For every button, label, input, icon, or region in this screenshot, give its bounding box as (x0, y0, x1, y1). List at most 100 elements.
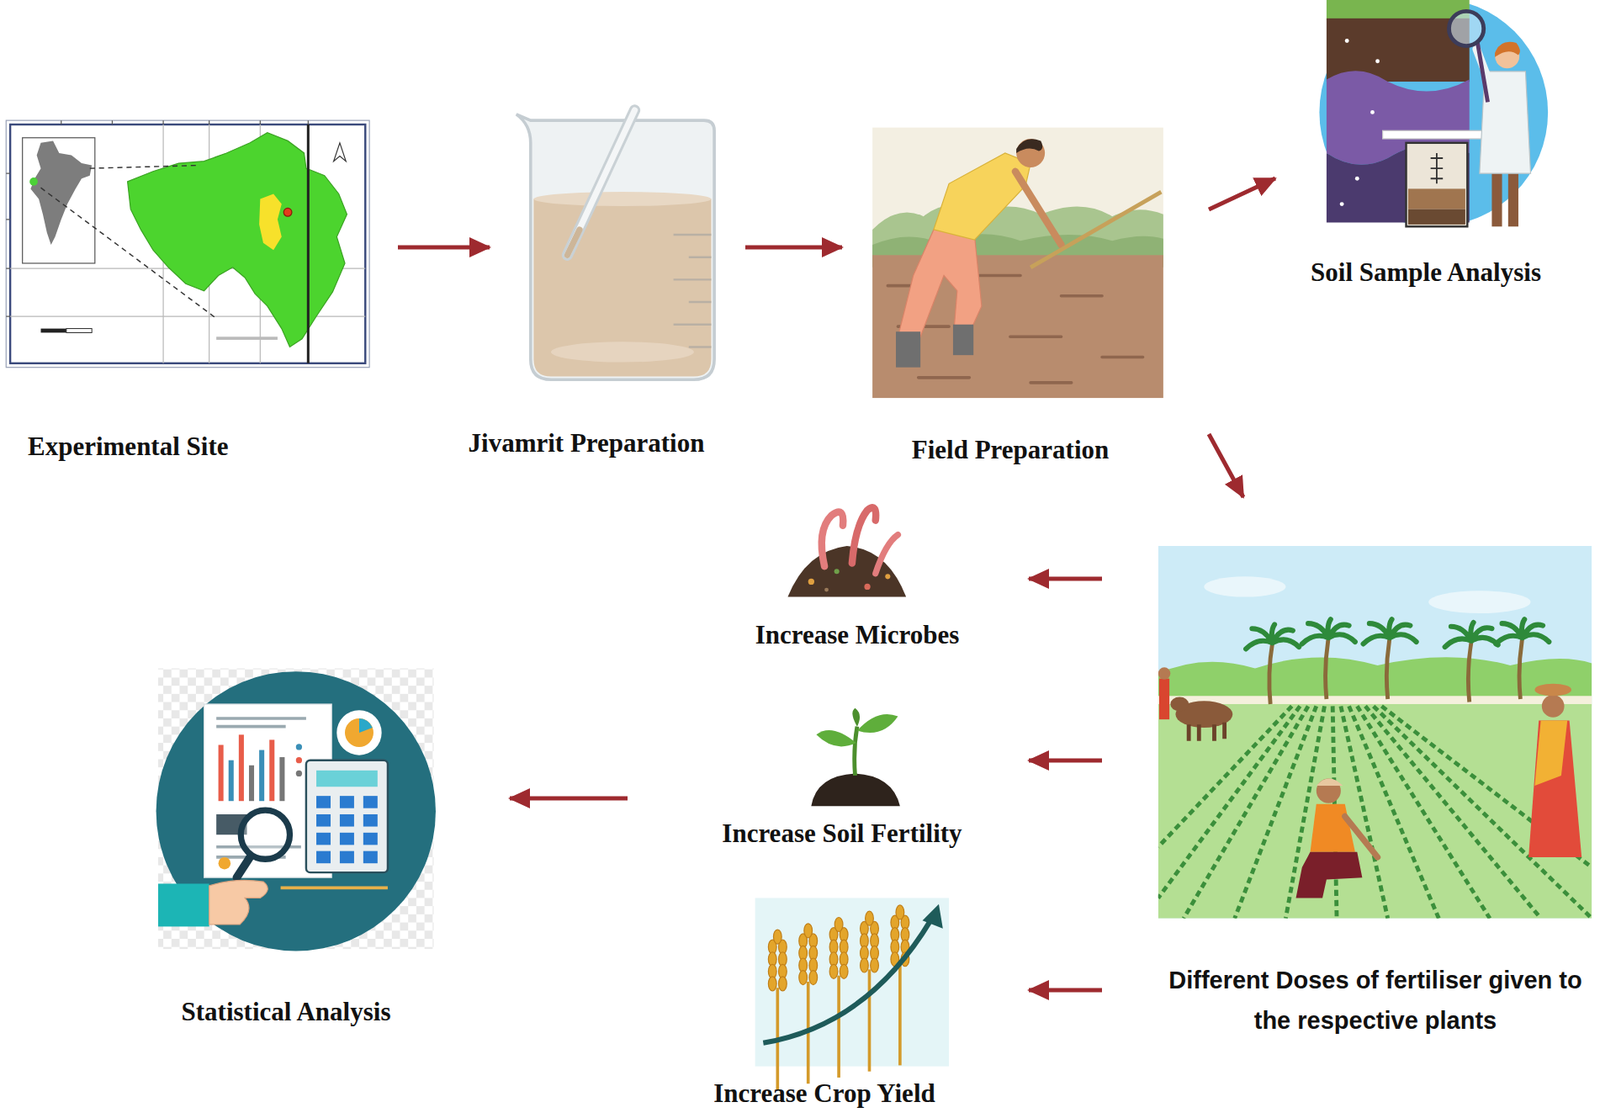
crop-yield-icon (755, 897, 949, 1090)
crop-field-illustration (1528, 720, 1582, 858)
field-preparation-illustration (872, 127, 1164, 398)
illustration-step: Different Doses of fertiliser given to t… (1158, 545, 1592, 919)
soil-fertility-icon (810, 708, 901, 806)
field-preparation-illustration (953, 324, 974, 355)
site-map (216, 336, 278, 340)
microbes-icon (787, 508, 906, 598)
crop-field-illustration (1158, 704, 1593, 919)
crop-field-illustration (1310, 804, 1356, 853)
soil-fertility-icon (852, 708, 860, 727)
crop-field-illustration (1296, 852, 1363, 899)
site-map (10, 124, 366, 364)
statistics-icon (249, 765, 255, 801)
crop-field-illustration (1316, 778, 1344, 786)
statistics-icon (236, 857, 250, 878)
statistics-icon (218, 744, 224, 801)
crop-field-illustration (1158, 705, 1593, 918)
site-map (127, 132, 348, 348)
crop-yield-icon (829, 916, 848, 1077)
step-caption: Statistical Analysis (126, 996, 446, 1028)
site-map (259, 193, 282, 250)
crop-yield-icon (799, 923, 818, 1084)
soil-fertility-icon (810, 773, 901, 806)
crop-field-illustration (1534, 683, 1572, 697)
step-node: Increase Soil Fertility (810, 709, 898, 806)
statistics-icon (344, 718, 374, 748)
statistics-icon (296, 743, 302, 750)
statistics-icon (158, 883, 210, 927)
beaker-illustration (550, 341, 695, 362)
statistics-icon (269, 739, 275, 801)
site-map (41, 328, 67, 334)
statistics-icon (336, 709, 382, 755)
site-map (5, 120, 370, 368)
field-preparation-illustration (872, 127, 1164, 398)
soil-analysis-illustration (1370, 110, 1375, 115)
statistics-icon (279, 757, 285, 801)
crop-field-illustration (1534, 720, 1568, 786)
flow-arrow (1028, 577, 1102, 582)
microbes-icon (884, 573, 891, 579)
crop-field-illustration (1541, 694, 1565, 718)
flow-arrow (397, 245, 490, 250)
statistics-icon (296, 757, 302, 763)
statistics-icon (316, 795, 378, 864)
site-map (29, 177, 38, 186)
caption-block: Statistical Analysis (126, 996, 446, 1028)
crop-yield-icon (762, 920, 931, 1044)
step-node: Experimental Site (10, 122, 368, 366)
statistics-icon (156, 671, 436, 951)
soil-analysis-illustration (1494, 42, 1521, 58)
soil-analysis-illustration (1477, 42, 1488, 102)
soil-analysis-illustration (1430, 153, 1444, 184)
crop-field-illustration (1158, 545, 1593, 919)
crop-field-illustration (1158, 667, 1171, 680)
flow-arrow (1208, 178, 1276, 210)
flow-arrow (1208, 434, 1244, 498)
soil-fertility-icon (857, 714, 899, 733)
statistics-icon (316, 770, 378, 787)
crop-field-illustration (1428, 590, 1531, 614)
statistics-icon (359, 718, 373, 733)
crop-yield-icon (768, 929, 787, 1090)
step-node: Increase Microbes (785, 504, 909, 603)
flow-arrow (1028, 988, 1102, 993)
soil-analysis-illustration (1326, 0, 1470, 21)
beaker-illustration (533, 191, 711, 207)
statistics-icon (363, 795, 378, 809)
step-caption: Field Preparation (850, 434, 1171, 466)
crop-field-illustration (1363, 619, 1417, 700)
field-preparation-illustration (895, 331, 921, 367)
soil-fertility-icon (854, 726, 858, 776)
microbes-icon (834, 568, 840, 574)
microbes-icon (824, 588, 829, 593)
statistics-icon (216, 718, 307, 727)
field-preparation-illustration (897, 229, 981, 337)
crop-field-illustration (1345, 815, 1378, 858)
beaker-illustration (566, 110, 635, 255)
statistics-icon (339, 814, 355, 827)
step-caption: Increase Crop Yield (664, 1078, 985, 1109)
caption-block: Jivamrit Preparation (426, 428, 747, 459)
statistics-icon (316, 795, 331, 809)
field-preparation-illustration (1030, 191, 1161, 268)
statistics-icon (316, 832, 331, 846)
soil-analysis-illustration (1319, 0, 1548, 227)
step-caption: Different Doses of fertiliser given to t… (1165, 959, 1586, 1041)
statistics-icon (228, 760, 234, 802)
caption-block: Different Doses of fertiliser given to t… (1165, 959, 1586, 1041)
soil-analysis-illustration (1406, 143, 1468, 227)
statistics-icon (363, 832, 378, 846)
soil-analysis-illustration (1355, 176, 1360, 181)
crop-field-illustration (1245, 624, 1299, 705)
crop-field-illustration (1158, 545, 1593, 919)
beaker-illustration (533, 199, 711, 377)
crop-field-illustration (1203, 576, 1286, 597)
site-map (30, 140, 92, 245)
soil-analysis-illustration (1448, 10, 1484, 46)
site-map (10, 124, 366, 364)
site-map (66, 328, 92, 334)
caption-block: Increase Crop Yield (664, 1078, 985, 1109)
